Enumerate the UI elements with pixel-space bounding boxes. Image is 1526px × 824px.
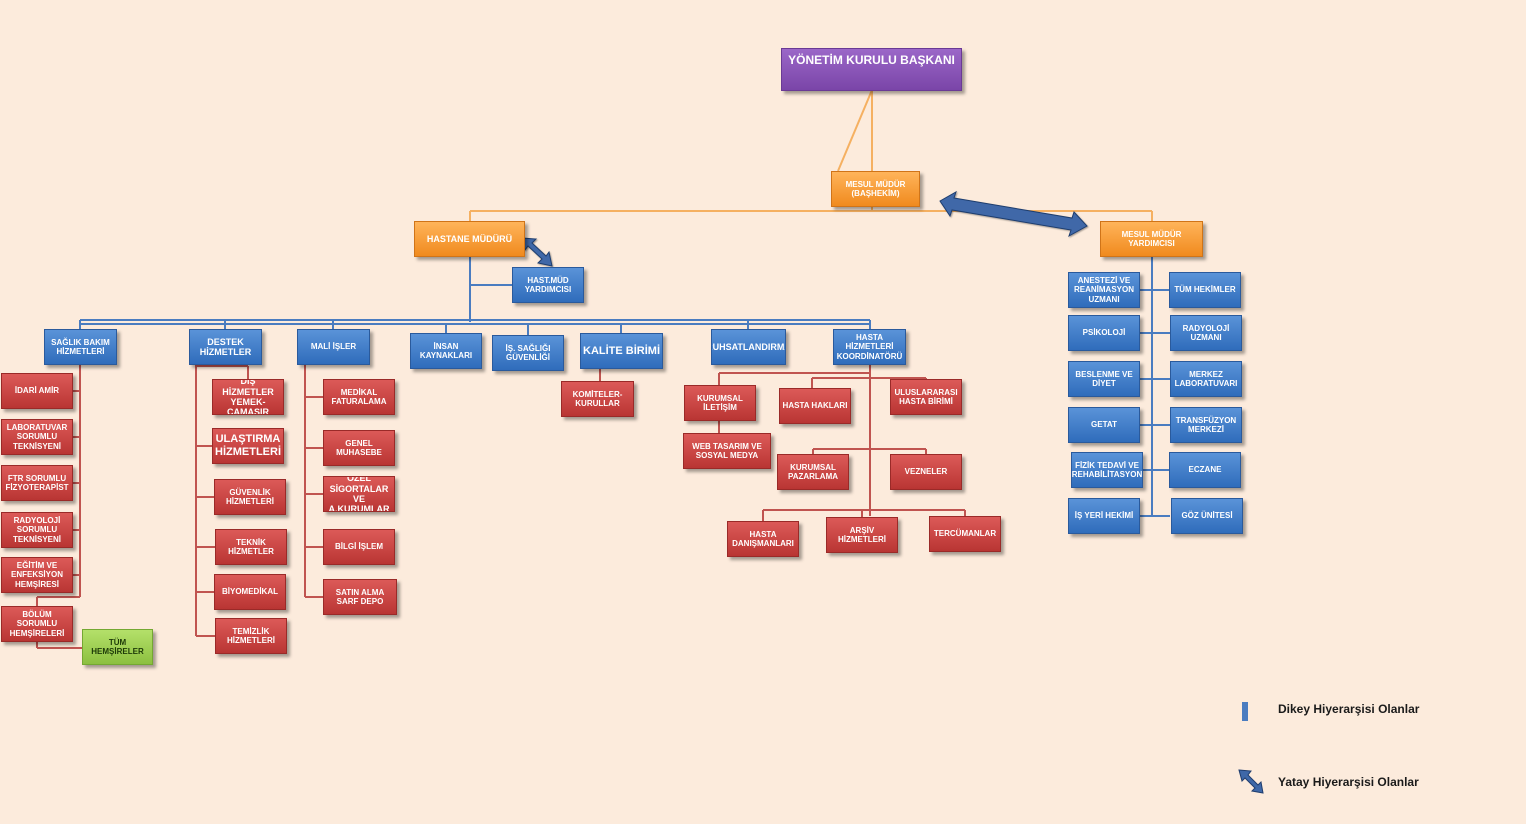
tercumanlar-box: TERCÜMANLAR [929,516,1001,552]
red-connectors [36,364,966,649]
bilgi-islem-box: BİLGİ İŞLEM [323,529,395,565]
saglik-bakim-hizmetleri-box: SAĞLIK BAKIM HİZMETLERİ [44,329,117,365]
hastane-muduru-box: HASTANE MÜDÜRÜ [414,221,525,257]
medikal-faturalama-box: MEDİKAL FATURALAMA [323,379,395,415]
ozel-sigortalar-box: ÖZEL SİGORTALAR VE A.KURUMLAR [323,476,395,512]
genel-muhasebe-box: GENEL MUHASEBE [323,430,395,466]
hasta-danismanlari-box: HASTA DANIŞMANLARI [727,521,799,557]
web-tasarim-sosyal-medya-box: WEB TASARIM VE SOSYAL MEDYA [683,433,771,469]
vezneler-box: VEZNELER [890,454,962,490]
psikoloji-box: PSİKOLOJİ [1068,315,1140,351]
merkez-laboratuvari-box: MERKEZ LABORATUVARI [1170,361,1242,397]
vertical-legend-icon [1242,702,1248,721]
idari-amir-box: İDARİ AMİR [1,373,73,409]
goz-unitesi-box: GÖZ ÜNİTESİ [1171,498,1243,534]
hasta-hizmetleri-koordinatoru-box: HASTA HİZMETLERİ KOORDİNATÖRÜ [833,329,906,365]
fizik-tedavi-rehabilitasyon-box: FİZİK TEDAVİ VE REHABİLİTASYON [1071,452,1143,488]
horizontal-legend-icon [1238,769,1264,794]
eczane-box: ECZANE [1169,452,1241,488]
hastane-mudur-yardimcisi-box: HAST.MÜD YARDIMCISI [512,267,584,303]
horizontal-legend-label: Yatay Hiyerarşisi Olanlar [1278,775,1419,789]
uluslararasi-hasta-birimi-box: ULUSLARARASI HASTA BİRİMİ [890,379,962,415]
radyoloji-sorumlu-teknisyeni-box: RADYOLOJİ SORUMLU TEKNİSYENİ [1,512,73,548]
blue-connectors [79,257,1170,517]
is-sagligi-guvenligi-box: İŞ. SAĞLIĞI GÜVENLİĞİ [492,335,564,371]
arsiv-hizmetleri-box: ARŞİV HİZMETLERİ [826,517,898,553]
top-connectors [469,89,1153,221]
laboratuvar-sorumlu-teknisyeni-box: LABORATUVAR SORUMLU TEKNİSYENİ [1,419,73,455]
guvenlik-hizmetleri-box: GÜVENLİK HİZMETLERİ [214,479,286,515]
satin-alma-sarf-depo-box: SATIN ALMA SARF DEPO [323,579,397,615]
horizontal-hierarchy-arrows [521,190,1088,267]
kurumsal-iletisim-box: KURUMSAL İLETİŞİM [684,385,756,421]
yonetim-kurulu-baskani-box: YÖNETİM KURULU BAŞKANI [781,48,962,91]
arrow-hm-hmy [521,237,553,267]
insan-kaynaklari-box: İNSAN KAYNAKLARI [410,333,482,369]
mesul-mudur-box: MESUL MÜDÜR (BAŞHEKİM) [831,171,920,207]
kurumsal-pazarlama-box: KURUMSAL PAZARLAMA [777,454,849,490]
teknik-hizmetler-box: TEKNİK HİZMETLER [215,529,287,565]
ulastirma-hizmetleri-box: ULAŞTIRMA HİZMETLERİ [212,428,284,464]
hasta-haklari-box: HASTA HAKLARI [779,388,851,424]
kalite-birimi-box: KALİTE BİRİMİ [580,333,663,369]
mesul-mudur-yardimcisi-box: MESUL MÜDÜR YARDIMCISI [1100,221,1203,257]
getat-box: GETAT [1068,407,1140,443]
komiteler-kurullar-box: KOMİTELER- KURULLAR [561,381,634,417]
arrow-mm-mmy [939,190,1088,238]
beslenme-diyet-box: BESLENME VE DİYET [1068,361,1140,397]
radyoloji-uzmani-box: RADYOLOJİ UZMANI [1170,315,1242,351]
ruhsatlandirma-box: RUHSATLANDIRMA [711,329,786,365]
tum-hekimler-box: TÜM HEKİMLER [1169,272,1241,308]
dis-hizmetler-box: DIŞ HİZMETLER YEMEK- ÇAMAŞIR [212,379,284,415]
destek-hizmetler-box: DESTEK HİZMETLER [189,329,262,365]
temizlik-hizmetleri-box: TEMİZLİK HİZMETLERİ [215,618,287,654]
biyomedikal-box: BİYOMEDİKAL [214,574,286,610]
egitim-enfeksiyon-hemsiresi-box: EĞİTİM VE ENFEKSİYON HEMŞİRESİ [1,557,73,593]
ftr-sorumlu-fizyoterapist-box: FTR SORUMLU FİZYOTERAPİST [1,465,73,501]
mali-isler-box: MALİ İŞLER [297,329,370,365]
is-yeri-hekimi-box: İŞ YERİ HEKİMİ [1068,498,1140,534]
vertical-legend-label: Dikey Hiyerarşisi Olanlar [1278,702,1420,716]
transfuzyon-merkezi-box: TRANSFÜZYON MERKEZİ [1170,407,1242,443]
bolum-sorumlu-hemsireleri-box: BÖLÜM SORUMLU HEMŞİRELERİ [1,606,73,642]
anestezi-reanimasyon-box: ANESTEZİ VE REANİMASYON UZMANI [1068,272,1140,308]
tum-hemsireler-box: TÜM HEMŞİRELER [82,629,153,665]
